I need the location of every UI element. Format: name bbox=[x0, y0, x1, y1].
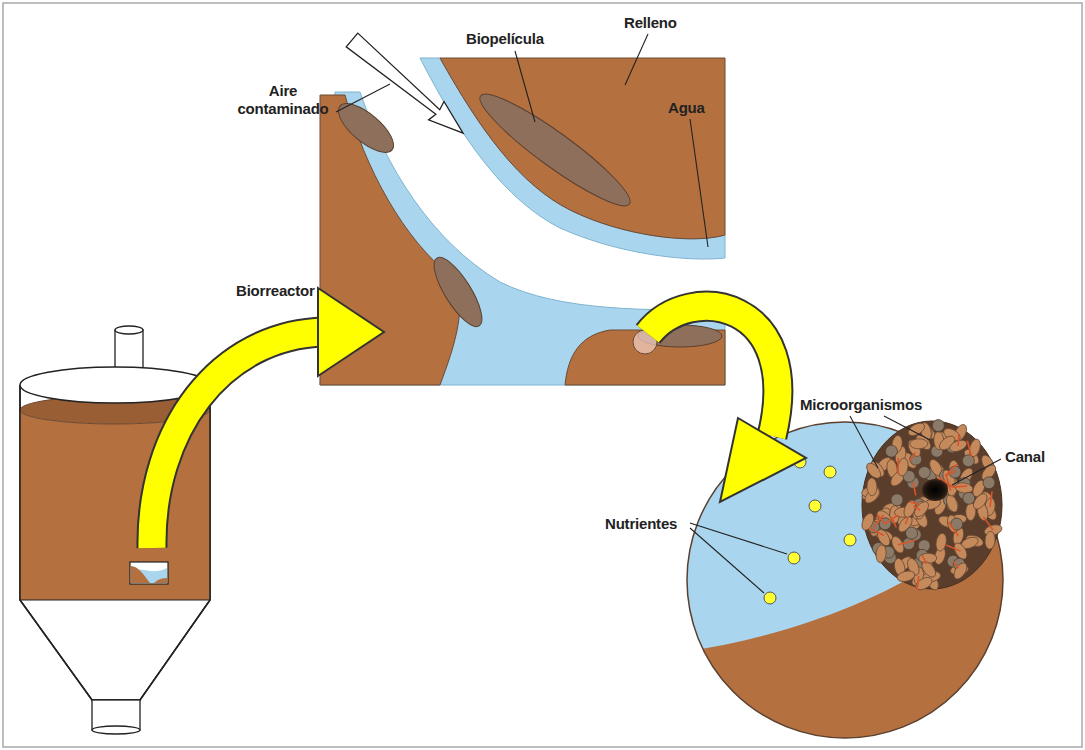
microorganism-cluster bbox=[859, 420, 1003, 593]
bioreactor-vessel bbox=[20, 326, 210, 734]
biofilm-label: Biopelícula bbox=[466, 30, 544, 48]
nutrient-label: Nutrientes bbox=[605, 515, 677, 533]
zoom-arrow bbox=[152, 288, 384, 548]
packing-label: Relleno bbox=[624, 14, 677, 32]
nutrient-dots bbox=[764, 456, 856, 604]
water-label: Agua bbox=[668, 99, 705, 117]
bioreactor-label: Biorreactor bbox=[236, 282, 315, 300]
leader-lines bbox=[336, 34, 1001, 593]
channel-label: Canal bbox=[1005, 448, 1045, 466]
air-label: Aire contaminado bbox=[228, 82, 338, 118]
zoom-arrow bbox=[648, 306, 806, 502]
microorganism-label: Microorganismos bbox=[800, 396, 922, 414]
detail-circle bbox=[680, 415, 1020, 750]
